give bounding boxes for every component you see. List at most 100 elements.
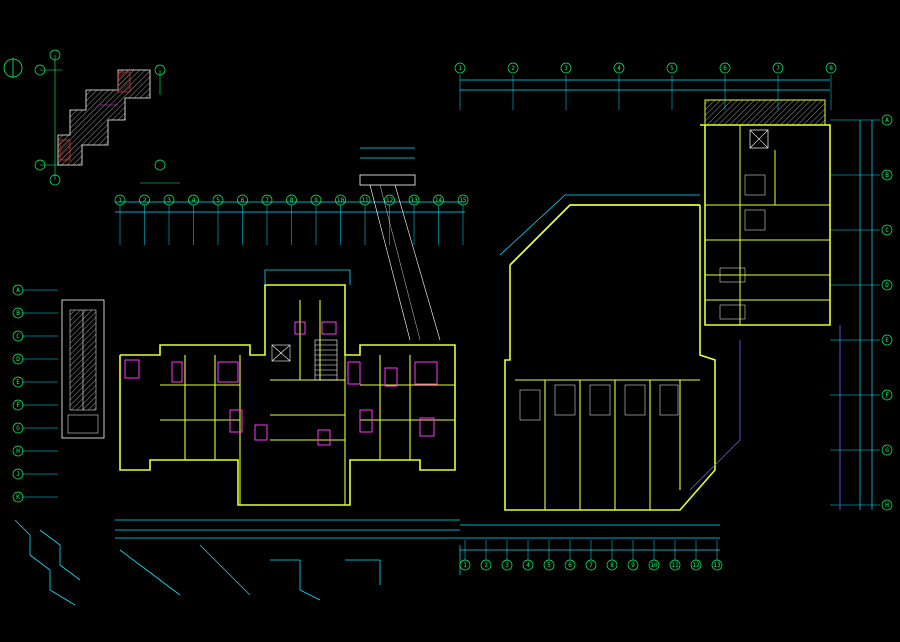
axis-bubble-left-K-label: K xyxy=(16,494,20,501)
axis-bubble-bottom-3 xyxy=(501,559,513,571)
axis-bubble-top-1-label: 1 xyxy=(118,197,122,204)
axis-bubble-top-1 xyxy=(114,194,126,206)
axis-bubble-top-6 xyxy=(237,194,248,206)
axis-bubble-top-5 xyxy=(212,194,224,206)
axis-bubble-right-top-3 xyxy=(560,62,572,74)
axis-bubble-left-G-label: G xyxy=(16,425,20,432)
axis-bubble-left-G xyxy=(12,422,24,434)
axis-bubble-side-A xyxy=(881,114,893,126)
axis-bubble-bottom-10 xyxy=(648,559,660,571)
axis-bubble-top-12 xyxy=(384,194,395,206)
axis-bubble-right-top-1-label: 1 xyxy=(458,65,462,72)
axis-bubble-top-14-label: 14 xyxy=(435,197,443,204)
axis-bubble-bottom-8 xyxy=(606,559,618,571)
axis-bubble-bottom-4-label: 4 xyxy=(526,562,530,569)
axis-bubble-bottom-11-label: 11 xyxy=(671,562,679,569)
axis-bubble-left-A-label: A xyxy=(16,287,20,294)
axis-bubble-top-13 xyxy=(408,194,420,206)
axis-bubble-bottom-9-label: 9 xyxy=(631,562,635,569)
axis-bubble-side-C xyxy=(881,224,893,236)
left-legend-column xyxy=(61,299,105,439)
elevator-section-detail xyxy=(359,147,441,341)
axis-bubble-right-top-8-label: 8 xyxy=(829,65,833,72)
axis-bubble-side-E xyxy=(881,334,893,346)
axis-bubble-bottom-7 xyxy=(585,559,597,571)
axis-bubble-left-C xyxy=(12,330,24,342)
riser-diagrams xyxy=(14,519,381,606)
axis-bubble-left-D xyxy=(12,353,24,365)
axis-bubble-bottom-4 xyxy=(522,559,534,571)
axis-bubble-right-top-5 xyxy=(666,62,678,74)
axis-bubble-top-2-label: 2 xyxy=(143,197,147,204)
right-commercial-block xyxy=(459,194,741,575)
axis-bubble-left-C-label: C xyxy=(16,333,20,340)
axis-bubble-top-10 xyxy=(335,194,346,206)
axis-bubble-top-15 xyxy=(457,194,469,206)
axis-bubble-side-B xyxy=(881,169,893,181)
axis-bubble-left-B-label: B xyxy=(16,310,20,317)
axis-bubble-left-F xyxy=(12,399,24,411)
axis-bubble-bottom-11 xyxy=(669,559,681,571)
axis-bubble-bottom-6 xyxy=(564,559,576,571)
axis-bubble-right-top-3-label: 3 xyxy=(564,65,568,72)
axis-bubble-top-12-label: 12 xyxy=(386,197,394,204)
axis-bubble-top-8 xyxy=(286,194,297,206)
axis-bubble-side-D xyxy=(881,279,893,291)
axis-bubble-right-top-6 xyxy=(719,62,731,74)
axis-bubble-top-9-label: 9 xyxy=(314,197,318,204)
axis-bubble-bottom-12-label: 12 xyxy=(692,562,700,569)
axis-bubble-side-C-label: C xyxy=(885,227,889,234)
axis-bubble-top-6-label: 6 xyxy=(241,197,245,204)
axis-bubble-right-top-4-label: 4 xyxy=(617,65,621,72)
axis-bubble-right-top-2-label: 2 xyxy=(511,65,515,72)
axis-bubble-side-H xyxy=(881,499,893,511)
right-top-block xyxy=(460,79,873,510)
axis-bubble-left-K xyxy=(12,491,24,503)
axis-bubble-left-F-label: F xyxy=(16,402,20,409)
axis-bubble-side-H-label: H xyxy=(885,502,889,509)
axis-bubble-right-top-7 xyxy=(772,62,784,74)
axis-bubble-bottom-10-label: 10 xyxy=(650,562,658,569)
axis-bubble-side-A-label: A xyxy=(885,117,889,124)
axis-bubble-top-5-label: 5 xyxy=(216,197,220,204)
axis-bubble-bottom-8-label: 8 xyxy=(610,562,614,569)
axis-bubble-bottom-5-label: 5 xyxy=(547,562,551,569)
axis-bubble-left-A xyxy=(12,284,24,296)
axis-bubble-side-G xyxy=(881,444,893,456)
axis-bubble-bottom-1 xyxy=(459,559,471,571)
axis-bubble-top-11 xyxy=(359,194,371,206)
axis-bubble-bottom-1-label: 1 xyxy=(463,562,467,569)
axis-bubble-side-G-label: G xyxy=(885,447,889,454)
axis-bubble-top-13-label: 13 xyxy=(410,197,418,204)
axis-bubble-bottom-2 xyxy=(480,559,492,571)
axis-bubble-top-14 xyxy=(433,194,444,206)
axis-bubble-bottom-12 xyxy=(690,559,702,571)
axis-bubble-bottom-6-label: 6 xyxy=(568,562,572,569)
axis-bubble-bottom-7-label: 7 xyxy=(589,562,593,569)
axis-bubble-top-7 xyxy=(261,194,273,206)
axis-bubble-top-4-label: 4 xyxy=(192,197,196,204)
axis-bubble-bottom-2-label: 2 xyxy=(484,562,488,569)
axis-bubble-side-B-label: B xyxy=(885,172,889,179)
axis-bubble-left-H xyxy=(12,445,24,457)
axis-bubble-bottom-13 xyxy=(711,559,723,571)
axis-bubble-top-3 xyxy=(163,194,175,206)
axis-bubble-right-top-5-label: 5 xyxy=(670,65,674,72)
axis-bubble-right-top-6-label: 6 xyxy=(723,65,727,72)
axis-bubble-top-3-label: 3 xyxy=(167,197,171,204)
axis-bubble-top-4 xyxy=(188,194,199,206)
axis-bubble-right-top-1 xyxy=(454,62,466,74)
axis-bubble-side-D-label: D xyxy=(885,282,889,289)
axis-bubble-left-H-label: H xyxy=(16,448,20,455)
axis-bubble-left-E xyxy=(12,376,24,388)
axis-bubble-top-8-label: 8 xyxy=(290,197,294,204)
key-plan xyxy=(3,49,180,186)
axis-bubble-right-top-4 xyxy=(613,62,625,74)
axis-bubble-bottom-3-label: 3 xyxy=(505,562,509,569)
